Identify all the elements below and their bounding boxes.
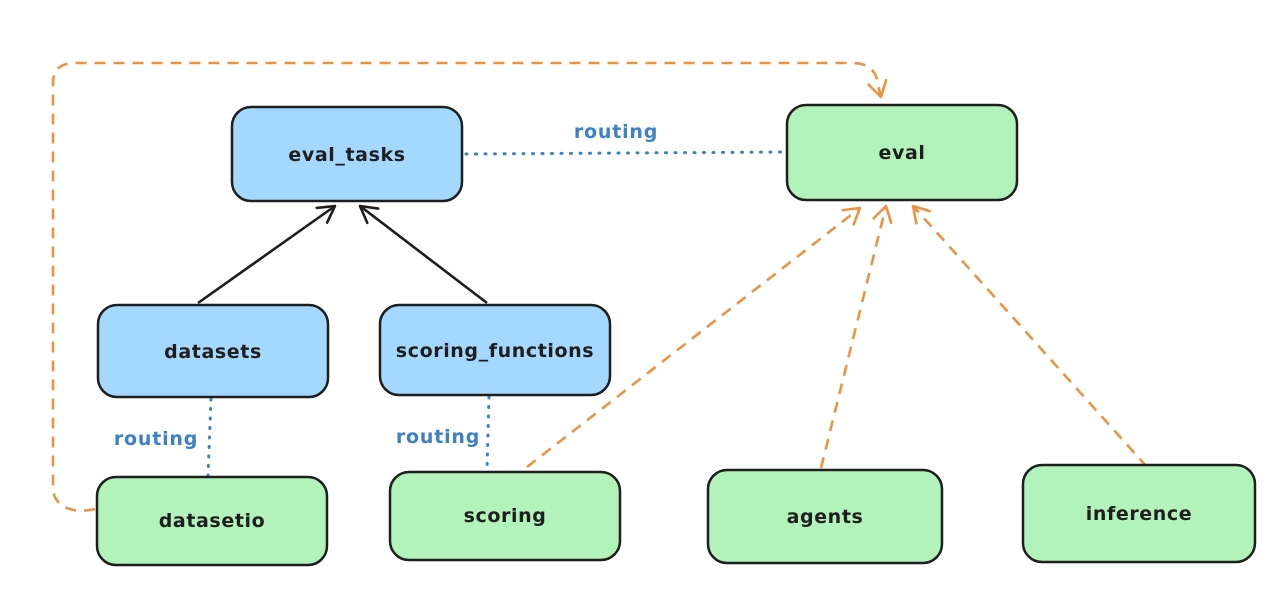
edge-label-routing-datasets: routing (114, 428, 198, 450)
node-datasets: datasets (96, 303, 330, 399)
node-datasetio-box (95, 475, 329, 567)
node-scoring-functions: scoring_functions (378, 303, 612, 397)
edge-routing-eval-tasks-to-eval (464, 150, 787, 156)
node-inference: inference (1021, 463, 1257, 564)
edge-routing-scoring-functions-to-scoring (485, 395, 491, 472)
node-scoring: scoring (388, 470, 622, 562)
node-eval-tasks-box (230, 105, 464, 203)
node-datasetio-label: datasetio (159, 510, 266, 532)
node-eval-label: eval (878, 142, 925, 164)
node-agents-label: agents (787, 506, 864, 528)
node-scoring-functions-box (378, 303, 612, 397)
edge-label-routing-scoring: routing (396, 426, 480, 448)
node-scoring-box (388, 470, 622, 562)
edge-routing-datasets-to-datasetio (206, 397, 213, 478)
node-scoring-label: scoring (464, 505, 547, 527)
node-eval: eval (785, 103, 1019, 202)
node-datasets-box (96, 303, 330, 399)
edge-label-routing-top: routing (574, 121, 658, 143)
node-datasets-label: datasets (164, 341, 262, 363)
node-eval-tasks: eval_tasks (230, 105, 464, 203)
edge-agents-to-eval (819, 204, 893, 469)
edge-scoring-functions-to-eval-tasks (358, 204, 488, 305)
node-eval-tasks-label: eval_tasks (288, 144, 405, 166)
node-inference-label: inference (1086, 503, 1193, 525)
node-agents: agents (706, 468, 944, 565)
edge-datasets-to-eval-tasks (197, 204, 337, 305)
edge-inference-to-eval (911, 204, 1148, 468)
node-eval-box (785, 103, 1019, 202)
edge-datasetio-to-eval (51, 61, 888, 512)
node-scoring-functions-label: scoring_functions (396, 340, 594, 362)
node-inference-box (1021, 463, 1257, 564)
node-agents-box (706, 468, 944, 565)
edge-scoring-to-eval (526, 206, 862, 469)
node-datasetio: datasetio (95, 475, 329, 567)
